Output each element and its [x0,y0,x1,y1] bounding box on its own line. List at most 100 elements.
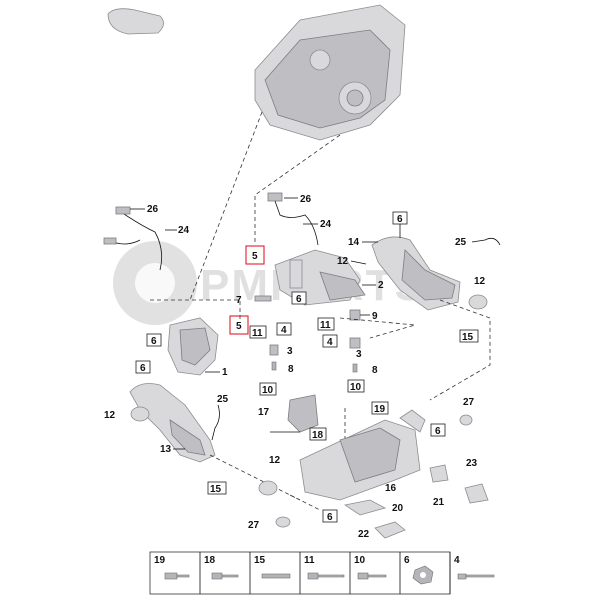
callout-23: 23 [466,458,478,469]
tailpipe-tip [429,464,449,483]
sensor-25-left [211,404,220,441]
ref-6: 6 [151,336,157,347]
callout-3: 3 [287,346,293,357]
ref-box-6 [322,509,338,523]
tailpipe-tip [464,483,489,504]
ref-box-10 [259,382,277,396]
hanger-bracket [270,394,319,433]
callout-8: 8 [288,364,294,375]
callout-12: 12 [337,256,349,267]
callout-1: 1 [222,367,228,378]
callout-22: 22 [358,529,370,540]
ref-box-4 [322,334,338,348]
callout-21: 21 [433,497,445,508]
callout-16: 16 [385,483,397,494]
ref-box-11 [249,325,267,339]
callout-25: 25 [217,394,229,405]
ref-6: 6 [327,512,333,523]
guide-line [189,111,263,301]
callout-17: 17 [258,407,270,418]
oxygen-sensor-left [103,206,163,271]
legend-label-10: 10 [354,555,366,566]
legend-label-18: 18 [204,555,216,566]
bolt [352,363,358,373]
callout-12: 12 [269,455,281,466]
bolt-icon [211,572,239,580]
ref-4: 4 [327,337,333,348]
gasket-part [107,8,164,35]
callout-12: 12 [474,276,486,287]
callout-26: 26 [147,204,159,215]
bracket [349,309,361,321]
ref-6: 6 [435,426,441,437]
stud-icon [261,573,291,579]
ref-box-6 [146,333,162,347]
ref-box-6 [430,423,446,437]
exhaust-manifold-left [167,317,219,376]
ref-6: 6 [296,294,302,305]
callout-12: 12 [104,410,116,421]
legend-label-11: 11 [304,555,315,566]
nut-icon [412,565,434,585]
legend-label-4: 4 [454,555,460,566]
tailpipe-tip [343,499,387,516]
ref-11: 11 [252,328,263,339]
sensor-25-right [471,237,501,246]
bracket [254,295,272,302]
clamp [459,414,473,426]
ref-box-4 [276,322,292,336]
callout-5: 5 [236,321,242,332]
ref-4: 4 [281,325,287,336]
ref-6: 6 [140,363,146,374]
ref-15: 15 [462,332,474,343]
ref-15: 15 [210,484,222,495]
ref-10: 10 [262,385,274,396]
callout-20: 20 [392,503,404,514]
ref-box-15 [459,329,479,343]
callout-27: 27 [248,520,260,531]
exhaust-manifold-right [274,249,366,306]
catalytic-converter-left [129,383,216,463]
bolt-icon [164,572,190,580]
ref-6: 6 [397,214,403,225]
highlight-box-5 [245,245,265,265]
callout-8: 8 [372,365,378,376]
ref-box-10 [347,379,365,393]
ref-box-15 [207,481,227,495]
callout-9: 9 [372,311,378,322]
callout-13: 13 [160,444,172,455]
ref-box-6 [291,291,307,305]
gasket-ring [468,294,488,310]
clamp [275,516,291,528]
gasket-ring [258,480,278,496]
callout-24: 24 [178,225,190,236]
ref-18: 18 [312,430,324,441]
bolt-icon [457,573,495,580]
ref-19: 19 [374,404,386,415]
engine-block [254,4,406,141]
callout-25: 25 [455,237,467,248]
ref-box-6 [135,360,151,374]
callout-14: 14 [348,237,360,248]
callout-27: 27 [463,397,475,408]
callout-26: 26 [300,194,312,205]
ref-10: 10 [350,382,362,393]
catalytic-pipe-right [371,236,461,311]
rear-muffler [299,409,426,501]
callout-3: 3 [356,349,362,360]
bolt-icon [307,572,345,580]
bolt [271,361,277,371]
callout-7: 7 [236,295,242,306]
callout-2: 2 [378,280,384,291]
legend-label-6: 6 [404,555,410,566]
tailpipe-tip [374,521,406,539]
legend-label-19: 19 [154,555,166,566]
ref-box-18 [309,427,327,441]
fastener-legend: 19 18 15 11 10 6 4 [149,551,495,595]
ref-box-11 [317,317,335,331]
ref-box-19 [371,401,389,415]
oxygen-sensor-right [267,192,319,246]
bracket [349,337,361,349]
legend-label-15: 15 [254,555,266,566]
